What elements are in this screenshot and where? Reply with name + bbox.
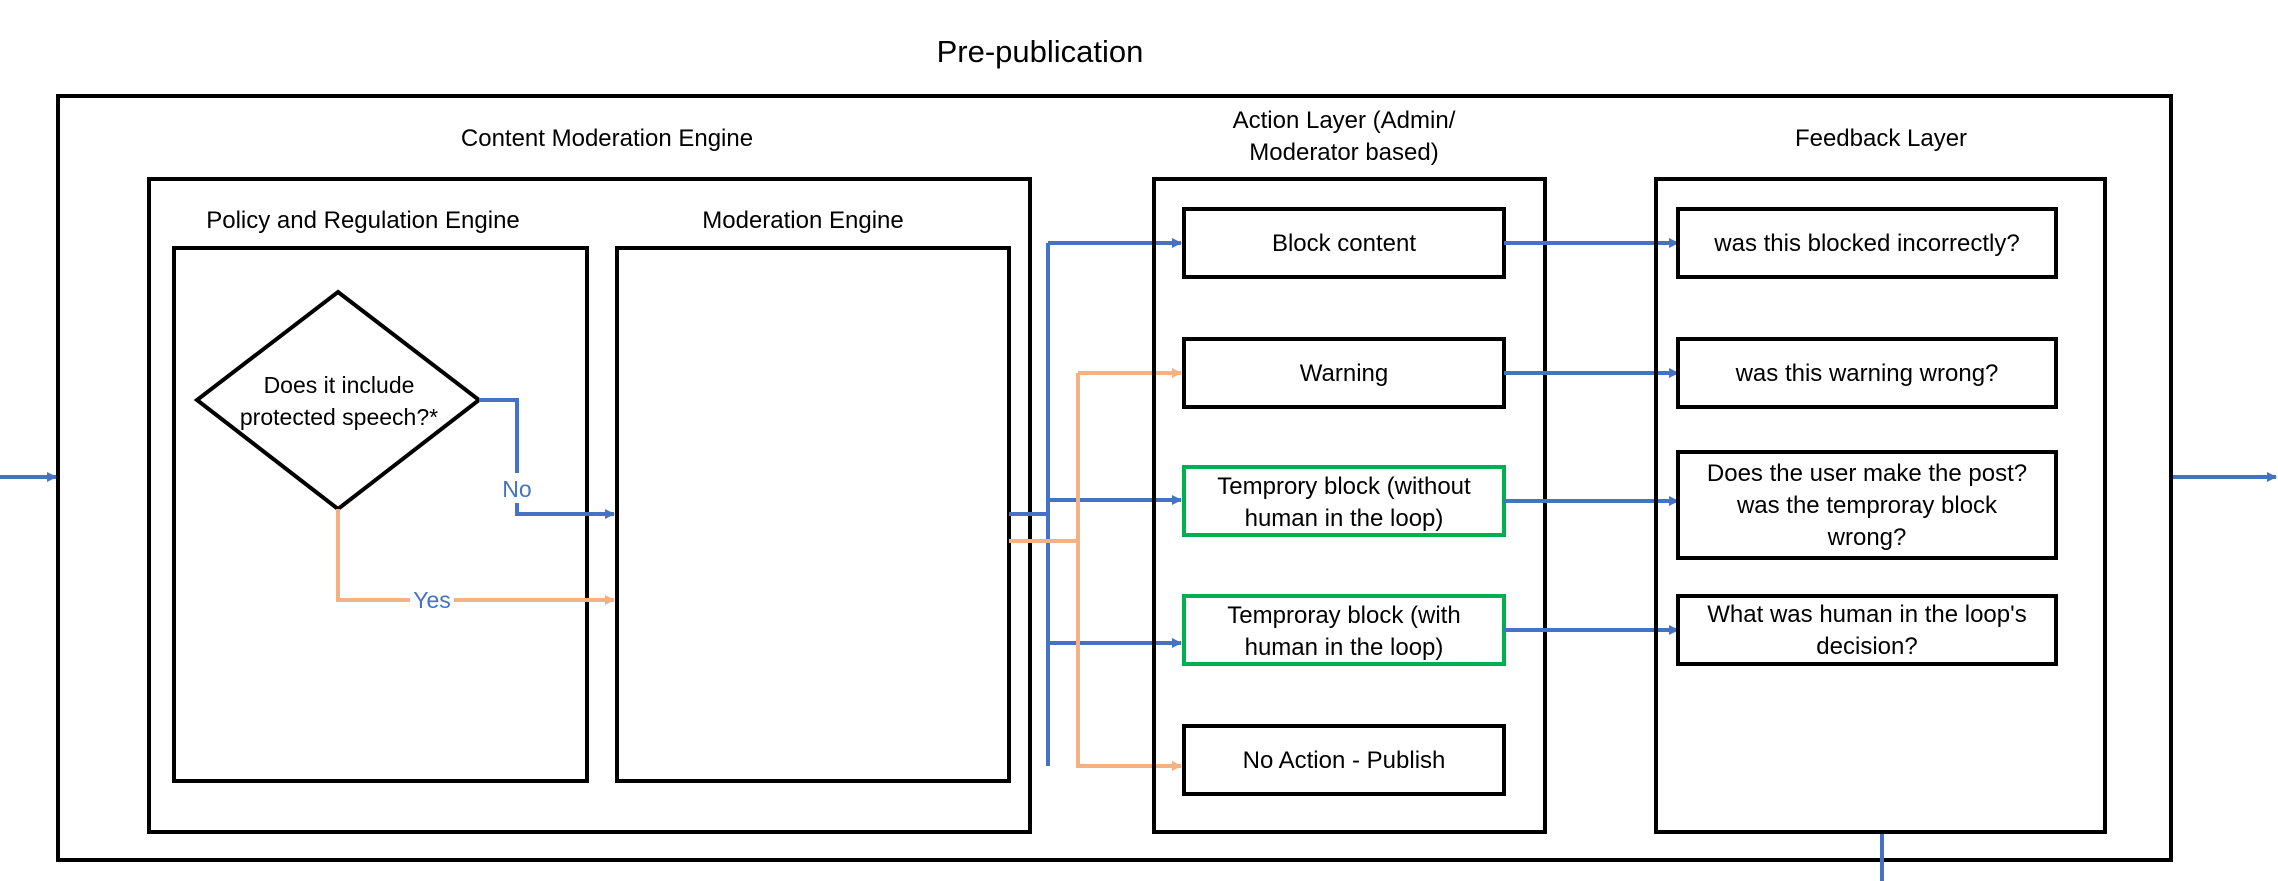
svg-text:was this blocked incorrectly?: was this blocked incorrectly? [1713,230,2019,257]
action-temp-block-no-human: Temprory block (without human in the loo… [1182,465,1506,537]
action-layer-box [1152,177,1547,834]
policy-engine-label: Policy and Regulation Engine [206,207,520,234]
blue-fanout [1009,238,1182,766]
svg-text:wrong?: wrong? [1827,524,1907,551]
svg-text:decision?: decision? [1816,633,1917,660]
feedback-blocked-incorrectly: was this blocked incorrectly? [1676,207,2058,279]
svg-text:Does the user make the post?: Does the user make the post? [1707,460,2027,487]
yes-label: Yes [413,587,451,613]
feedback-layer-label: Feedback Layer [1795,125,1967,152]
svg-text:Warning: Warning [1300,360,1388,387]
moderation-engine-box [615,246,1011,783]
pre-publication-frame [56,94,2173,862]
content-moderation-engine-box [147,177,1032,834]
svg-text:Temprory block (without: Temprory block (without [1217,473,1471,500]
action-layer-label-line1: Action Layer (Admin/ [1233,107,1456,134]
feedback-temp-block-wrong: Does the user make the post? was the tem… [1676,450,2058,560]
action-no-action-publish: No Action - Publish [1182,724,1506,796]
action-block-content: Block content [1182,207,1506,279]
svg-text:What was human in the loop's: What was human in the loop's [1707,601,2026,628]
feedback-layer-box [1654,177,2107,834]
svg-text:Block content: Block content [1272,230,1416,257]
orange-fanout [1009,368,1182,771]
diagram-title: Pre-publication [937,34,1144,69]
svg-text:was this warning wrong?: was this warning wrong? [1735,360,1999,387]
action-layer-label-line2: Moderator based) [1249,139,1438,166]
no-label: No [502,476,531,502]
feedback-warning-wrong: was this warning wrong? [1676,337,2058,409]
svg-text:was the temproray block: was the temproray block [1736,492,1998,519]
svg-text:Temproray block (with: Temproray block (with [1227,602,1460,629]
svg-text:human in the loop): human in the loop) [1245,634,1444,661]
decision-text-line2: protected speech?* [240,404,438,430]
action-to-feedback-arrows [1504,238,1679,635]
decision-text-line1: Does it include [264,372,415,398]
feedback-human-decision: What was human in the loop's decision? [1676,594,2058,666]
moderation-engine-label: Moderation Engine [702,207,903,234]
content-moderation-engine-label: Content Moderation Engine [461,125,753,152]
protected-speech-decision [193,289,483,512]
yes-path-arrow [336,509,615,605]
svg-text:No Action - Publish: No Action - Publish [1243,747,1446,774]
action-temp-block-with-human: Temproray block (with human in the loop) [1182,594,1506,666]
action-warning: Warning [1182,337,1506,409]
svg-text:human in the loop): human in the loop) [1245,505,1444,532]
no-path-arrow [479,398,615,519]
